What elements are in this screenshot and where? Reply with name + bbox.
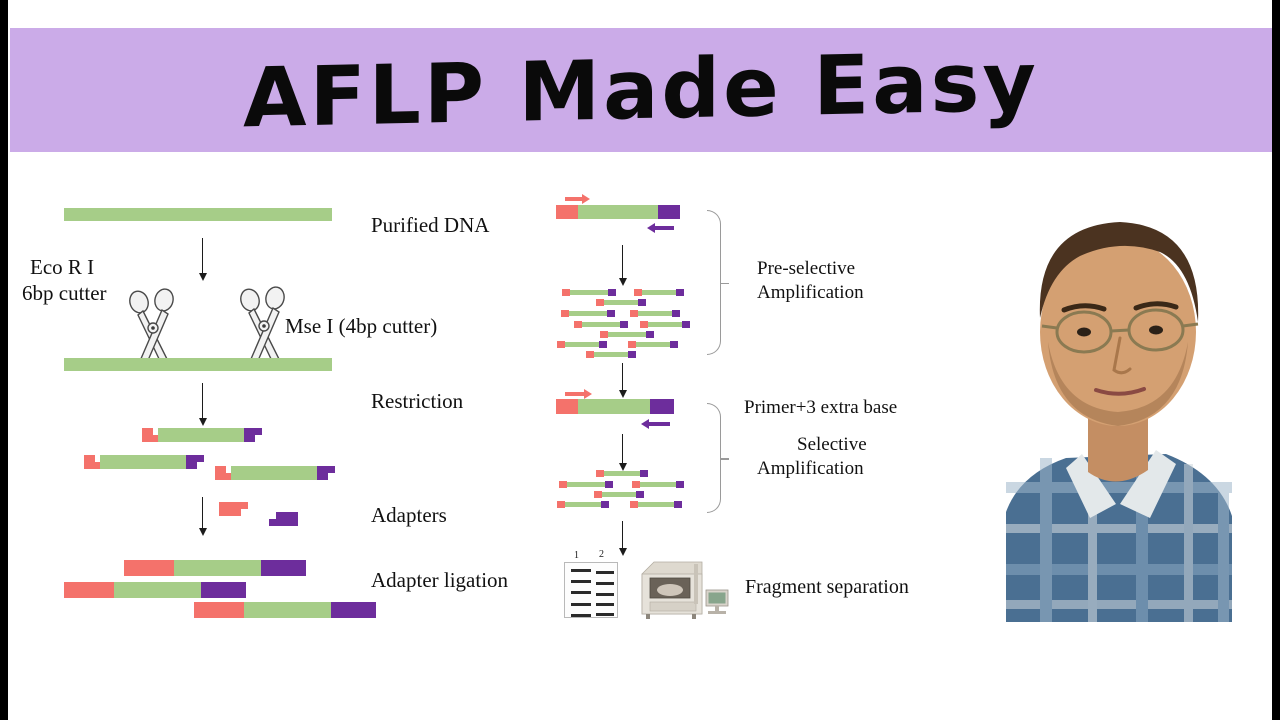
label-purified-dna: Purified DNA bbox=[371, 213, 490, 237]
label-restriction: Restriction bbox=[371, 389, 464, 413]
dna-bar-being-cut bbox=[64, 358, 332, 371]
arrow-to-selective-products bbox=[618, 434, 627, 471]
capillary-sequencer-icon bbox=[641, 561, 729, 619]
forward-primer-arrow bbox=[565, 194, 590, 204]
label-adapters: Adapters bbox=[371, 503, 447, 527]
label-pre-selective-line1: Pre-selective bbox=[757, 258, 856, 279]
brace-selective bbox=[707, 403, 729, 513]
title-banner: AFLP Made Easy bbox=[10, 28, 1272, 152]
scissors-icon-mse-i bbox=[240, 286, 285, 365]
brace-pre-selective bbox=[707, 210, 729, 355]
scissors-icon-eco-ri bbox=[129, 288, 174, 367]
gel-lane-label-1: 1 bbox=[574, 550, 579, 561]
arrow-restriction-to-fragments bbox=[198, 383, 207, 426]
label-primer-extra-base: Primer+3 extra base bbox=[744, 397, 898, 418]
gel-lane-label-2: 2 bbox=[599, 549, 604, 560]
slide-canvas: AFLP Made Easy Purified DNA Eco R I 6bp … bbox=[8, 0, 1272, 720]
label-eco-ri-line2: 6bp cutter bbox=[22, 281, 107, 305]
label-mse-i: Mse I (4bp cutter) bbox=[285, 314, 438, 338]
purified-dna-bar bbox=[64, 208, 332, 221]
label-selective-line1: Selective bbox=[797, 434, 867, 455]
presenter-photo bbox=[1006, 222, 1232, 622]
label-adapter-ligation: Adapter ligation bbox=[371, 568, 509, 592]
label-pre-selective-line2: Amplification bbox=[757, 282, 864, 303]
arrow-to-selective-template bbox=[618, 363, 627, 398]
label-selective-line2: Amplification bbox=[757, 458, 864, 479]
page-title: AFLP Made Easy bbox=[243, 34, 1039, 146]
forward-primer-arrow-selective bbox=[565, 389, 592, 399]
gel-image bbox=[564, 562, 618, 618]
label-eco-ri-line1: Eco R I bbox=[30, 255, 95, 279]
arrow-to-preselective-products bbox=[618, 245, 627, 286]
reverse-primer-arrow-selective bbox=[641, 419, 670, 429]
label-fragment-separation: Fragment separation bbox=[745, 576, 909, 598]
arrow-to-fragment-separation bbox=[618, 521, 627, 556]
arrow-fragments-to-ligation bbox=[198, 497, 207, 536]
arrow-dna-to-restriction bbox=[198, 238, 207, 281]
reverse-primer-arrow bbox=[647, 223, 674, 233]
